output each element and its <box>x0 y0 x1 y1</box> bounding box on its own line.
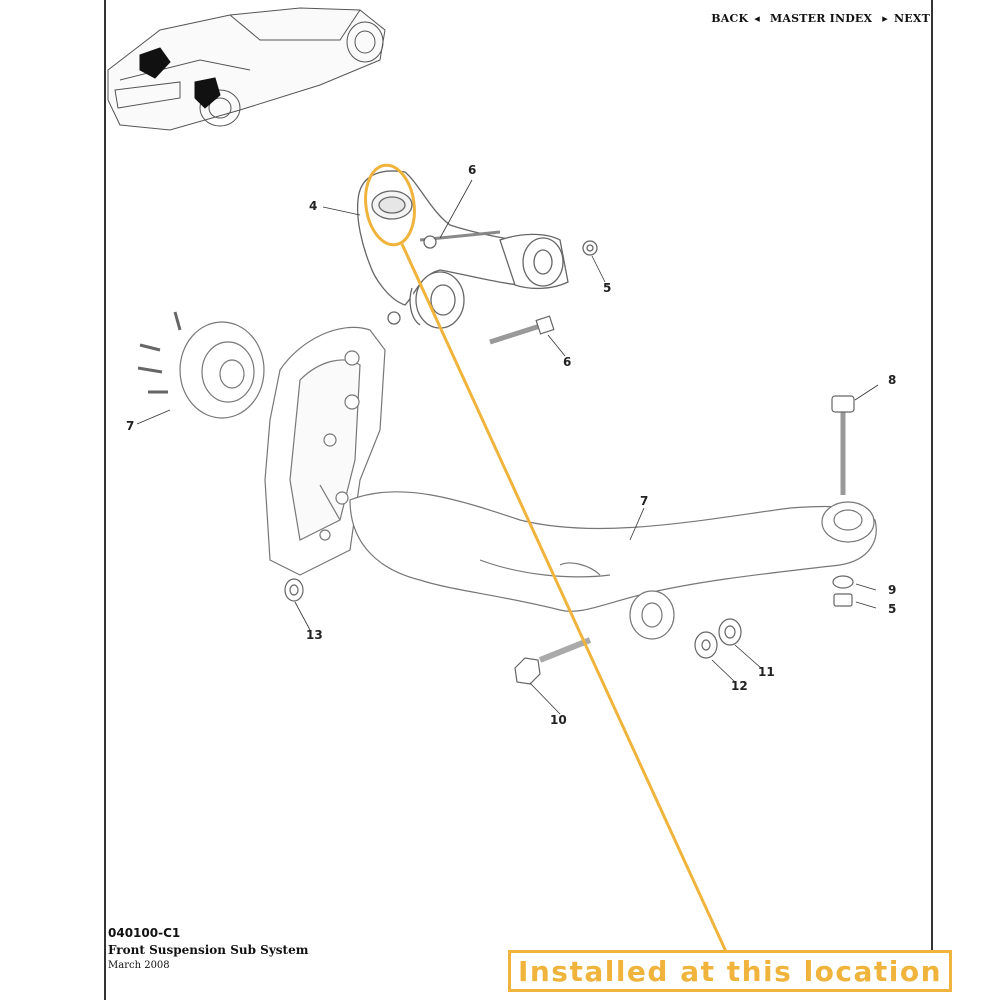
leader-lines <box>136 179 879 715</box>
part-number-5-lower: 5 <box>888 602 896 616</box>
hub-and-upright <box>137 311 386 576</box>
diagram-name: Front Suspension Sub System <box>108 943 309 957</box>
page-border-right <box>931 0 933 960</box>
part-number-12: 12 <box>731 679 748 693</box>
navigation-bar: BACK ◂ MASTER INDEX ▸ NEXT <box>705 12 930 25</box>
location-callout: Installed at this location <box>508 950 952 992</box>
part-number-10: 10 <box>550 713 567 727</box>
part-number-11: 11 <box>758 665 775 679</box>
title-block: 040100-C1 Front Suspension Sub System Ma… <box>108 926 308 971</box>
part-number-13: 13 <box>306 628 323 642</box>
part-number-7-left: 7 <box>126 419 134 433</box>
next-link[interactable]: NEXT <box>894 12 930 25</box>
next-arrow-icon: ▸ <box>882 12 889 25</box>
diagram-date: March 2008 <box>108 960 170 971</box>
part-number-8: 8 <box>888 373 896 387</box>
part-number-5-upper: 5 <box>603 281 611 295</box>
part-number-9: 9 <box>888 583 896 597</box>
fasteners <box>284 578 742 685</box>
part-number-6-upper: 6 <box>468 163 476 177</box>
location-highlight <box>364 163 730 957</box>
pointer-line <box>400 243 730 957</box>
back-link[interactable]: BACK <box>711 12 749 25</box>
diagram-code: 040100-C1 <box>108 926 181 940</box>
upper-wishbone <box>356 170 598 329</box>
back-arrow-icon: ◂ <box>754 12 760 25</box>
part-number-7: 7 <box>640 494 648 508</box>
page-border-left <box>104 0 106 1000</box>
part-number-6-lower: 6 <box>563 355 571 369</box>
car-thumbnail <box>107 7 386 131</box>
highlight-circle <box>364 163 416 247</box>
master-index-link[interactable]: MASTER INDEX <box>770 12 873 25</box>
lower-wishbone <box>349 491 877 640</box>
part-number-4: 4 <box>309 199 317 213</box>
stud-and-washers <box>831 395 855 607</box>
bolt-6 <box>489 315 555 345</box>
callout-text: Installed at this location <box>517 954 943 988</box>
